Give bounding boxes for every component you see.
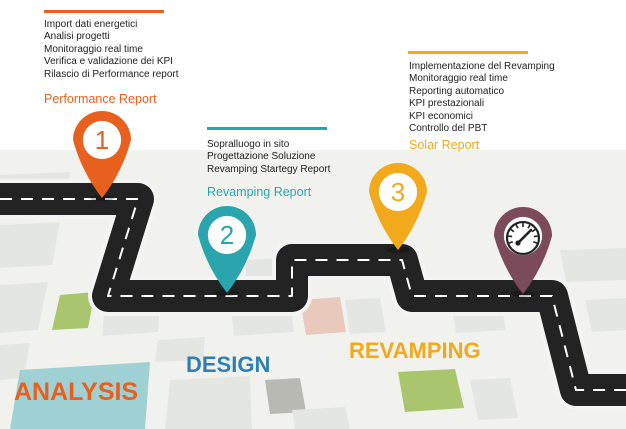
list-item: Reporting automatico (409, 85, 505, 97)
list-item: Verifica e validazione dei KPI (44, 56, 173, 68)
map-pin-3: 3 (369, 163, 427, 253)
map-pin-1: 1 (73, 111, 131, 201)
map-pin-4 (494, 207, 552, 297)
list-item: KPI economici (409, 110, 473, 122)
pin-number: 1 (95, 125, 109, 155)
stage-1-title: Performance Report (44, 92, 157, 106)
phase-analysis: ANALYSIS (14, 378, 138, 406)
phase-labels: ANALYSIS DESIGN REVAMPING (14, 338, 481, 406)
stage-3-rule (408, 51, 528, 54)
list-item: Progettazione Soluzione (207, 151, 316, 163)
stage-2-items: Sopralluogo in sito Progettazione Soluzi… (207, 139, 330, 176)
phase-revamping: REVAMPING (349, 338, 481, 363)
phase-design: DESIGN (186, 352, 270, 377)
list-item: KPI prestazionali (409, 98, 485, 110)
pin-number: 2 (220, 220, 234, 250)
list-item: Revamping Startegy Report (207, 163, 331, 175)
gauge-icon (505, 220, 541, 256)
list-item: Monitoraggio real time (44, 43, 143, 55)
list-item: Rilascio di Performance report (44, 68, 179, 80)
stage-1-rule (44, 10, 164, 13)
road (0, 179, 626, 410)
list-item: Monitoraggio real time (409, 73, 508, 85)
stage-2-rule (207, 127, 327, 130)
list-item: Analisi progetti (44, 31, 110, 43)
stage-3-title: Solar Report (409, 138, 480, 152)
stage-3-items: Implementazione del Revamping Monitoragg… (409, 61, 555, 135)
stage-1-items: Import dati energetici Analisi progetti … (44, 19, 179, 81)
list-item: Controllo del PBT (409, 123, 488, 135)
map-pin-2: 2 (198, 206, 256, 296)
list-item: Sopralluogo in sito (207, 139, 290, 150)
list-item: Implementazione del Revamping (409, 61, 555, 72)
list-item: Import dati energetici (44, 19, 138, 30)
pin-number: 3 (391, 177, 405, 207)
stage-2-title: Revamping Report (207, 185, 312, 199)
